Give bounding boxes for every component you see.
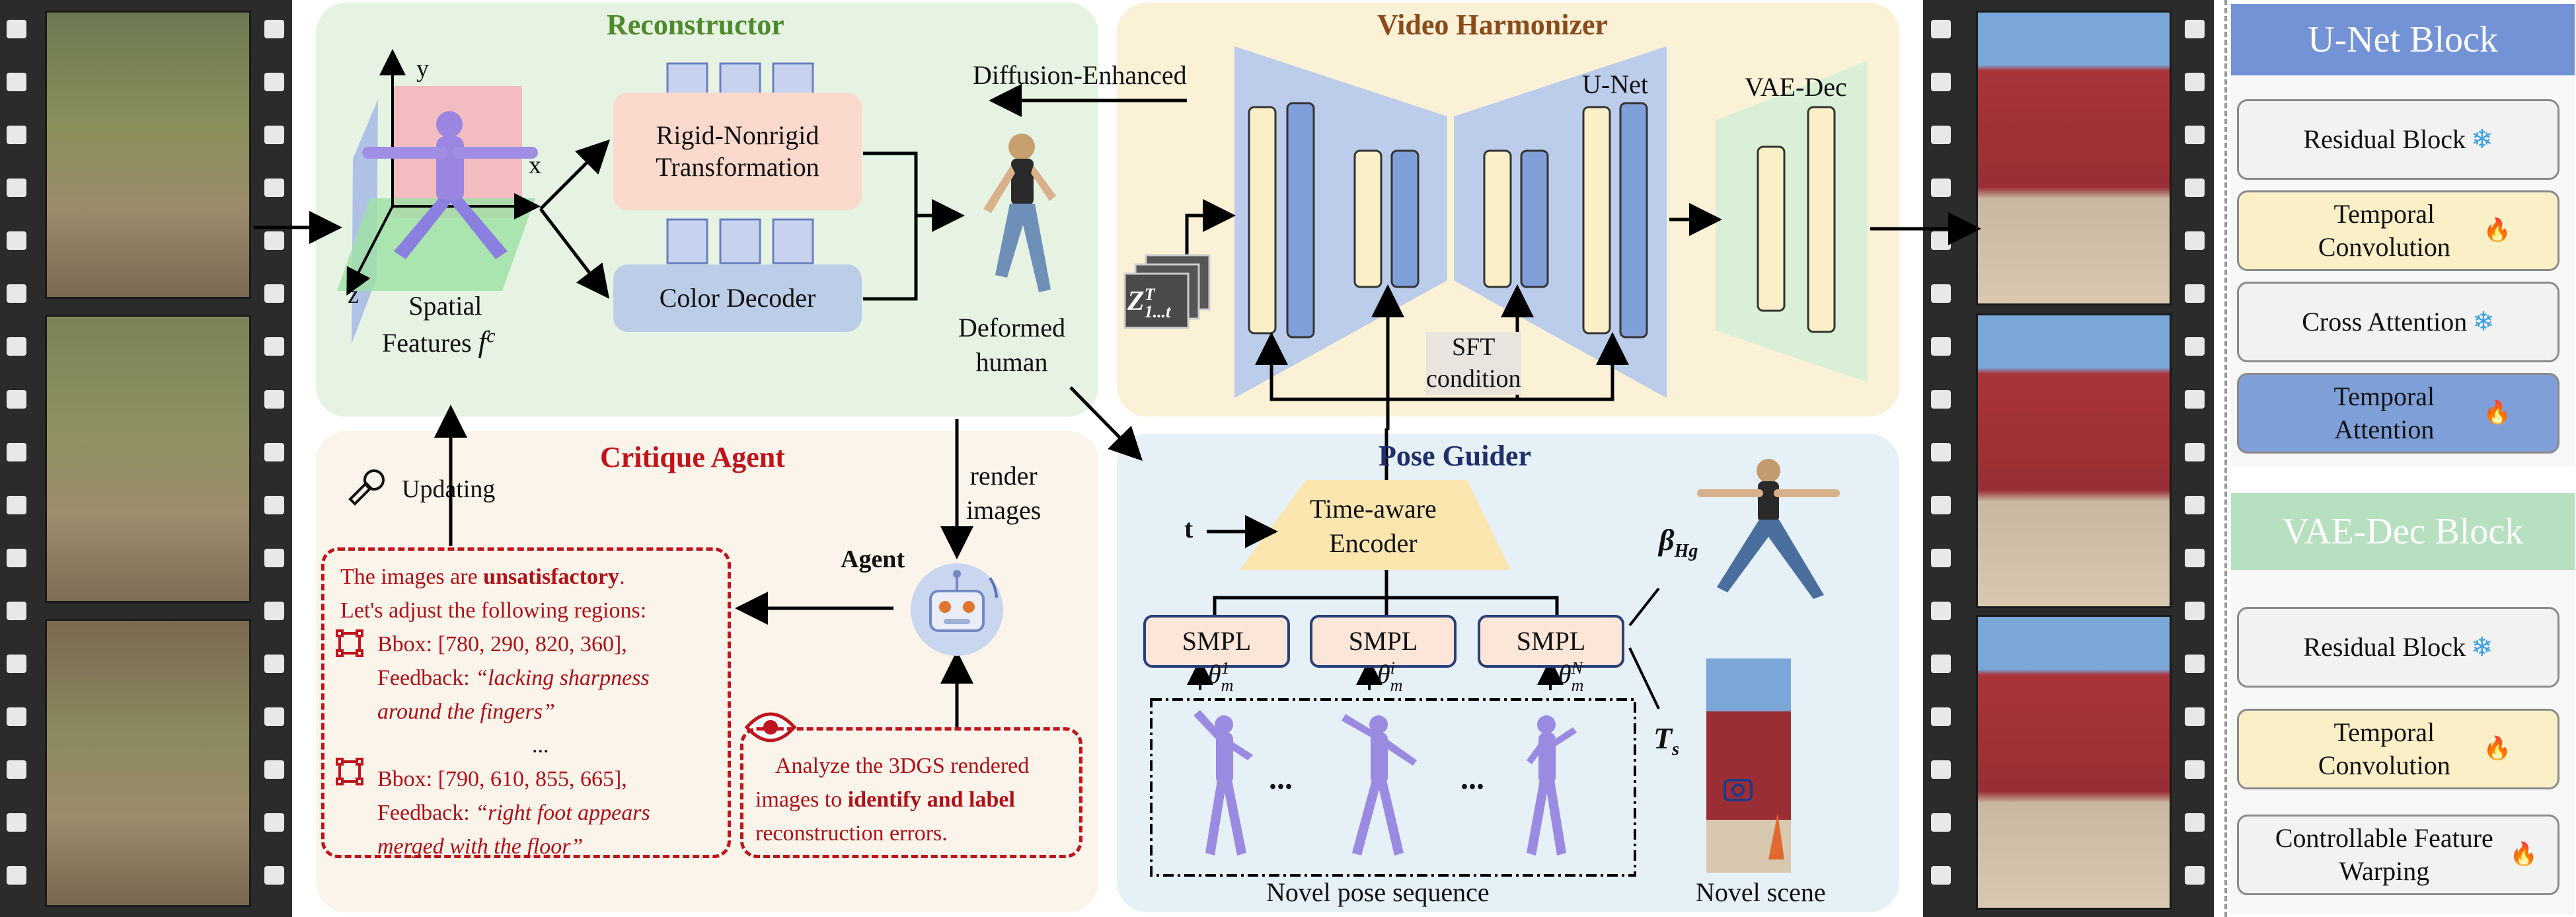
- diffusion-enhanced-label: Diffusion-Enhanced: [973, 60, 1187, 90]
- side-divider: [2224, 0, 2227, 917]
- smpl-box-2: SMPL: [1310, 615, 1457, 668]
- output-frame-2: [1976, 313, 2172, 608]
- critique-agent-title: Critique Agent: [600, 441, 785, 473]
- spatial-features-label: Spatial Features fc: [382, 291, 496, 358]
- novel-pose-label: Novel pose sequence: [1266, 877, 1490, 907]
- ts-label: Ts: [1653, 721, 1680, 760]
- unet-temporal-convolution: Temporal Convolution🔥: [2237, 190, 2559, 271]
- reconstructor-title: Reconstructor: [607, 9, 784, 41]
- canonical-human-icon: [362, 111, 538, 259]
- vae-controllable-feature-warping: Controllable Feature Warping🔥: [2237, 815, 2559, 895]
- unet-cross-attention: Cross Attention❄: [2237, 282, 2559, 362]
- unet-label: U-Net: [1582, 69, 1648, 99]
- deformed-human-label: Deformed human: [958, 313, 1066, 377]
- output-frame-3: [1976, 615, 2172, 910]
- t-label: t: [1184, 514, 1193, 543]
- pose-figure-icon: [1193, 710, 1253, 856]
- vae-residual-block: Residual Block❄: [2237, 607, 2559, 688]
- sft-condition-label: SFT condition: [1426, 332, 1521, 395]
- dots-2: ...: [1460, 761, 1484, 796]
- analyze-box: Analyze the 3DGS rendered images to iden…: [740, 727, 1082, 858]
- unet-block-header: U-Net Block: [2231, 4, 2575, 75]
- critique-feedback-box: The images are unsatisfactory. Let's adj…: [321, 547, 731, 859]
- axis-z-label: z: [348, 281, 359, 309]
- camera-icon: [1724, 779, 1753, 801]
- novel-scene-label: Novel scene: [1696, 877, 1826, 907]
- vae-dec-label: VAE-Dec: [1745, 72, 1847, 102]
- smpl-box-1: SMPL: [1143, 615, 1290, 668]
- smpl-box-3: SMPL: [1478, 615, 1624, 668]
- color-decoder-box: Color Decoder: [613, 264, 862, 332]
- rigid-nonrigid-box: Rigid-Nonrigid Transformation: [613, 93, 862, 210]
- render-images-label: render images: [966, 461, 1042, 525]
- axis-y-label: y: [416, 55, 429, 83]
- vae-decoder-shape: [1716, 61, 1868, 382]
- snowflake-icon: ❄: [2471, 632, 2493, 662]
- bbox-icon: [336, 629, 363, 657]
- plane-xz: [337, 198, 535, 291]
- agent-label: Agent: [841, 545, 905, 573]
- encoder-label: Time-aware Encoder: [1310, 494, 1437, 558]
- fire-icon: 🔥: [2483, 218, 2512, 243]
- robot-agent-icon: [911, 563, 1003, 656]
- axis-x-label: x: [529, 151, 541, 179]
- vae-block-header: VAE-Dec Block: [2231, 493, 2575, 570]
- vae-temporal-convolution: Temporal Convolution🔥: [2237, 709, 2559, 789]
- dots-1: ...: [1269, 761, 1293, 796]
- snowflake-icon: ❄: [2472, 307, 2495, 337]
- pose-guider-title: Pose Guider: [1379, 440, 1531, 472]
- fire-icon: 🔥: [2483, 400, 2512, 425]
- unet-temporal-attention: Temporal Attention🔥: [2237, 373, 2559, 454]
- updating-label: Updating: [402, 475, 496, 503]
- deformed-human-icon: [983, 134, 1056, 292]
- beta-label: βHg: [1659, 523, 1698, 562]
- pose-figure-icon: [1527, 715, 1577, 856]
- input-frame-3: [45, 619, 251, 907]
- time-aware-encoder-shape: [1240, 480, 1511, 570]
- fire-icon: 🔥: [2483, 736, 2512, 761]
- unet-residual-block: Residual Block❄: [2237, 99, 2559, 180]
- output-frame-1: [1976, 11, 2172, 305]
- video-harmonizer-title: Video Harmonizer: [1377, 9, 1609, 41]
- wrench-icon: [348, 469, 385, 506]
- fire-icon: 🔥: [2509, 842, 2538, 867]
- snowflake-icon: ❄: [2471, 124, 2493, 154]
- pose-figure-icon: [1342, 714, 1417, 856]
- unet-decoder-shape: [1454, 46, 1667, 398]
- target-human-icon: [1697, 459, 1840, 599]
- input-frame-2: [45, 315, 251, 603]
- bbox-icon: [336, 758, 363, 785]
- input-frame-1: [45, 11, 251, 299]
